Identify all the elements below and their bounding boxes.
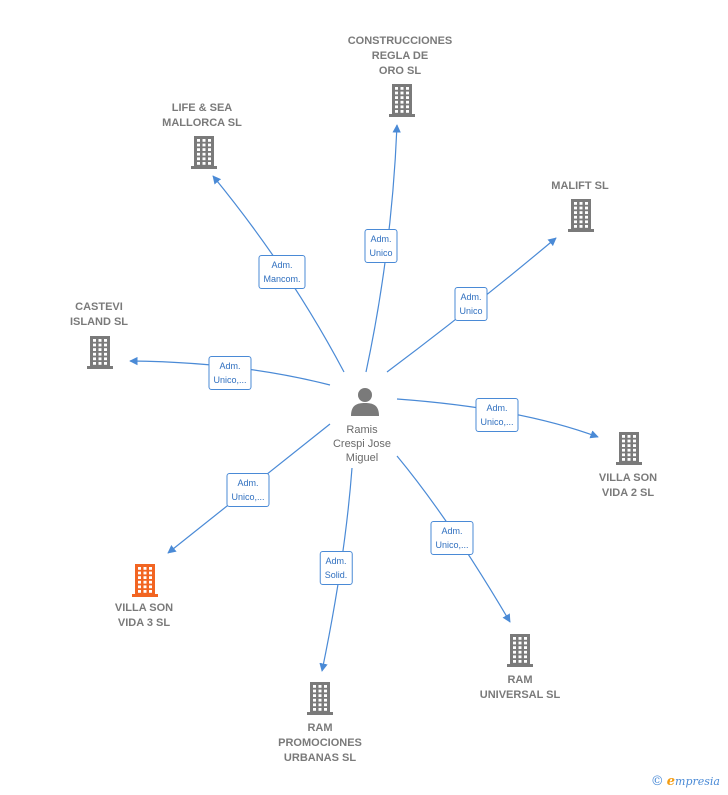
company-building-icon[interactable] [615,430,643,471]
company-building-icon[interactable] [388,82,416,123]
company-name[interactable]: CASTEVI ISLAND SL [69,301,129,328]
company-name[interactable]: VILLA SON VIDA 3 SL [114,602,174,629]
company-name[interactable]: CONSTRUCCIONES REGLA DE ORO SL [347,35,453,77]
relation-label[interactable]: Adm. Unico,... [430,521,474,555]
company-name[interactable]: VILLA SON VIDA 2 SL [598,472,658,499]
company-building-icon[interactable] [567,197,595,238]
relation-label[interactable]: Adm. Mancom. [258,255,306,289]
company-building-icon[interactable] [506,632,534,673]
person-icon[interactable] [350,386,380,421]
company-name[interactable]: LIFE & SEA MALLORCA SL [162,102,242,129]
company-building-icon[interactable] [190,134,218,175]
company-building-icon[interactable] [306,680,334,721]
relation-label[interactable]: Adm. Solid. [319,551,353,585]
brand-initial: e [666,774,676,789]
relation-label[interactable]: Adm. Unico,... [226,473,270,507]
company-name[interactable]: RAM PROMOCIONES URBANAS SL [278,722,362,764]
relation-label[interactable]: Adm. Unico [454,287,488,321]
copyright-icon: © [650,774,664,789]
company-building-icon[interactable] [131,562,159,603]
relation-label[interactable]: Adm. Unico,... [475,398,519,432]
brand-name: mpresia [675,775,720,788]
relation-label[interactable]: Adm. Unico [364,229,398,263]
relation-label[interactable]: Adm. Unico,... [208,356,252,390]
company-name[interactable]: MALIFT SL [551,180,609,192]
company-name[interactable]: RAM UNIVERSAL SL [479,674,561,701]
company-building-icon[interactable] [86,334,114,375]
person-name[interactable]: Ramis Crespi Jose Miguel [332,424,392,464]
copyright-footer: ©empresia [651,774,720,789]
